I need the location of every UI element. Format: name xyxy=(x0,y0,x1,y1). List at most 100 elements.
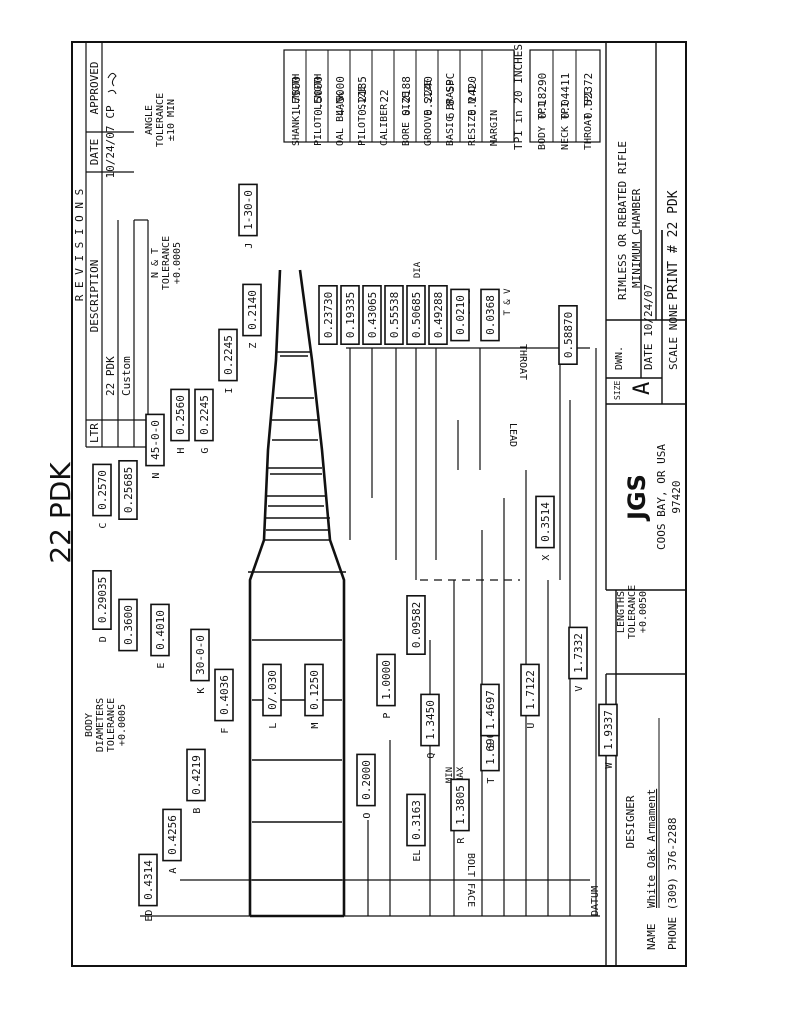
dimension-value: 1.3450 xyxy=(424,700,437,740)
revisions-block xyxy=(85,42,149,448)
dimension-callout: 0.50685 xyxy=(406,284,426,345)
dimension-letter: H xyxy=(176,448,187,454)
approval-initials xyxy=(107,72,117,95)
nt-tol-2: TOLERANCE xyxy=(161,236,172,290)
spec-label: GROOVE SIZE xyxy=(423,80,434,146)
chamber-line-1: RIMLESS OR REBATED RIFLE xyxy=(616,141,629,300)
angle-tol-3: ±10 MIN xyxy=(166,99,177,141)
dimension-value: 30-0-0 xyxy=(194,635,207,675)
lead-label: LEAD xyxy=(507,423,518,447)
title-block xyxy=(605,42,686,966)
dimension-letter: I xyxy=(224,388,235,394)
dimension-letter: P xyxy=(382,713,393,719)
dimension-value: 0.50685 xyxy=(410,292,423,338)
spec-label: MARGIN xyxy=(489,110,500,146)
designer-phone: PHONE (309) 376-2288 xyxy=(666,818,679,950)
dimension-value: 0.2140 xyxy=(246,290,259,330)
dimension-value: 0.2560 xyxy=(174,395,187,435)
dimension-callout: 1-30-0J xyxy=(238,183,258,249)
dimension-letter: F xyxy=(220,728,231,734)
dimension-letter: O xyxy=(362,813,373,819)
dimension-value: 0.4010 xyxy=(154,610,167,650)
dimension-callout: 0.09582 xyxy=(406,594,426,655)
spec-value: 22 xyxy=(378,89,391,102)
date-label: DATE 10/24/07 xyxy=(642,284,655,370)
dimension-letter: L xyxy=(268,723,279,729)
tpi-value: 0.04411 xyxy=(559,73,572,119)
dimension-letter: ED xyxy=(144,910,155,922)
dimension-letter: E xyxy=(156,663,167,669)
dimension-value: 1.9337 xyxy=(602,710,615,750)
dimension-letter: C xyxy=(98,523,109,529)
spec-label: PILOT LENGTH xyxy=(313,74,324,146)
dimension-value: 0.58870 xyxy=(562,312,575,358)
spec-value: 0.2185 xyxy=(356,76,369,116)
spec-value: 0.2240 xyxy=(422,76,435,116)
max-note: MAX xyxy=(456,766,466,783)
dimension-value: 0.2245 xyxy=(222,335,235,375)
tpi-label: BODY TPI xyxy=(537,102,548,150)
dimension-callout: 0.0368 xyxy=(480,288,500,342)
designer-name-value: White Oak Armament xyxy=(645,789,658,908)
dimension-letter: X xyxy=(541,555,552,561)
dimension-letter: K xyxy=(196,688,207,694)
angle-tol-1: ANGLE xyxy=(144,105,155,135)
len-tol-2: TOLERANCE xyxy=(627,585,638,639)
dimension-value: 0.3600 xyxy=(122,605,135,645)
dimension-value: 0.43065 xyxy=(366,292,379,338)
spec-value: 0.2188 xyxy=(400,76,413,116)
dimension-value: 0.4219 xyxy=(190,755,203,795)
spec-label: SHANK LENGTH xyxy=(291,74,302,146)
dimension-value: 0.23730 xyxy=(322,292,335,338)
dimension-letter: EL xyxy=(412,850,423,862)
dimension-value: 0.3514 xyxy=(539,502,552,542)
dimension-callout: 0.58870 xyxy=(558,304,578,365)
body-tol-4: +0.0005 xyxy=(117,704,128,746)
dimension-value: 0.0210 xyxy=(454,295,467,335)
dimension-letter: S xyxy=(486,743,497,749)
drawing-border xyxy=(71,41,687,967)
dimension-value: 0.19335 xyxy=(344,292,357,338)
chamber-line-2: MINIMUM CHAMBER xyxy=(630,188,643,288)
dimension-callout: 45-0-0N xyxy=(145,413,165,479)
rev-col-date: DATE xyxy=(88,139,101,166)
chamber-outline xyxy=(248,269,346,918)
dimension-callout: 0.49288 xyxy=(428,284,448,345)
spec-value: 4.5000 xyxy=(334,76,347,116)
spec-value: 0.5000 xyxy=(312,76,325,116)
bolt-face-label: BOLT FACE xyxy=(465,853,476,907)
rev-col-ltr: LTR xyxy=(88,423,101,443)
dimension-letter: T xyxy=(486,778,497,784)
spec-label: PILOT SIZE xyxy=(357,86,368,146)
tpi-value: 0.18290 xyxy=(536,73,549,119)
dimension-letter: J xyxy=(244,243,255,249)
dimension-value: 0.2570 xyxy=(96,470,109,510)
tv-note: T & V xyxy=(503,288,513,316)
dimension-letter: W xyxy=(604,762,615,769)
dwn-label: DWN. xyxy=(614,346,625,370)
dimension-value: 1.4697 xyxy=(484,690,497,730)
dimension-value: 0.25685 xyxy=(122,467,135,513)
rev-row-note: Custom xyxy=(120,356,133,396)
dimension-value: 0.09582 xyxy=(410,602,423,648)
dia-note: DIA xyxy=(413,261,423,278)
spec-table xyxy=(283,49,515,143)
spec-label: CALIBER xyxy=(379,103,390,146)
